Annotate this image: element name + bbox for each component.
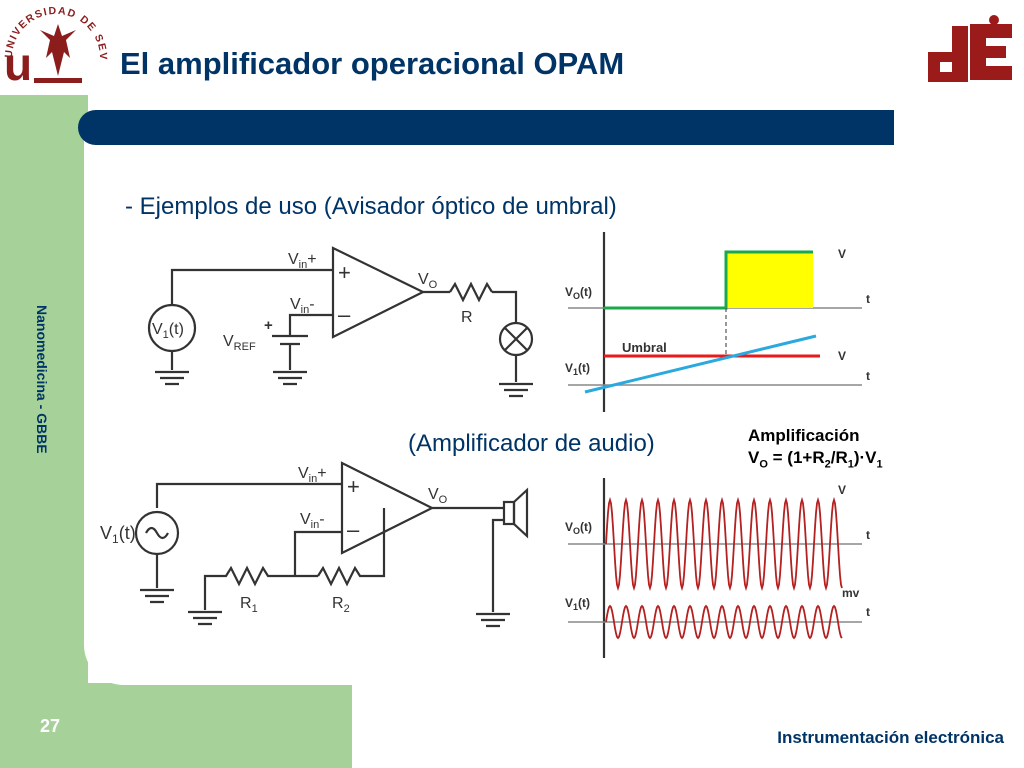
g2-v-top: V xyxy=(838,483,846,497)
c1-vin-minus: Vin- xyxy=(290,296,315,316)
bottom-band xyxy=(0,683,352,768)
v1-sine-trace xyxy=(605,604,843,640)
c1-source: V1(t) xyxy=(152,321,184,341)
page-number: 27 xyxy=(40,716,61,736)
vo-sine-trace xyxy=(605,496,843,592)
c2-vin-plus: Vin+ xyxy=(298,465,327,485)
v1-ramp-trace xyxy=(584,334,817,394)
g1-t-top: t xyxy=(866,292,870,306)
audio-graph xyxy=(568,478,862,658)
ac-source-icon xyxy=(145,526,169,540)
title-bar xyxy=(78,110,894,145)
ground-icon xyxy=(188,610,222,626)
c2-vin-minus: Vin- xyxy=(300,511,325,531)
opamp2-minus: – xyxy=(347,517,360,542)
c1-r-label: R xyxy=(461,309,473,326)
g2-vo-label: VO(t) xyxy=(565,520,592,536)
university-logo: UNIVERSIDAD DE SEVILLA u xyxy=(0,0,108,90)
ground-icon xyxy=(155,370,189,386)
c2-source: V1(t) xyxy=(100,523,136,546)
resistor-r xyxy=(449,281,493,303)
c2-r2: R2 xyxy=(332,595,350,615)
g2-v1-label: V1(t) xyxy=(565,596,590,612)
g1-v-top: V xyxy=(838,247,846,261)
c2-vo: VO xyxy=(428,486,448,506)
comparator-circuit xyxy=(147,246,534,398)
vo-step-trace xyxy=(604,250,813,310)
opamp1-plus: + xyxy=(338,260,351,285)
resistor-r2 xyxy=(317,508,386,587)
wire-in-minus xyxy=(288,313,333,335)
ground-icon xyxy=(476,612,510,628)
left-band xyxy=(0,95,88,768)
section1-heading: - Ejemplos de uso (Avisador óptico de um… xyxy=(125,193,617,220)
content-panel xyxy=(84,95,1024,685)
svg-text:u: u xyxy=(4,38,32,90)
battery-plus: + xyxy=(264,317,273,334)
audio-amplifier-circuit xyxy=(134,461,529,628)
slide-title: El amplificador operacional OPAM xyxy=(120,46,625,81)
g1-vo-label: VO(t) xyxy=(565,285,592,301)
g2-t-top: t xyxy=(866,528,870,542)
c1-vo: VO xyxy=(418,271,438,291)
g1-umbral-label: Umbral xyxy=(622,340,667,355)
g2-mv: mv xyxy=(842,586,860,600)
speaker-icon xyxy=(502,500,516,526)
ground-icon xyxy=(273,370,307,386)
ground-icon xyxy=(499,382,533,398)
output-high-region xyxy=(726,252,813,308)
gain-note: Amplificación VO = (1+R2/R1)·V1 xyxy=(748,425,883,475)
opamp1-triangle xyxy=(331,246,426,339)
ground-icon xyxy=(140,588,174,604)
g2-t-bottom: t xyxy=(866,605,870,619)
gain-title: Amplificación xyxy=(748,426,860,445)
opamp2-triangle xyxy=(340,461,435,555)
wire-in-minus xyxy=(293,530,342,576)
wire-in-plus xyxy=(155,482,342,508)
section2-heading: (Amplificador de audio) xyxy=(408,430,655,457)
opamp2-plus: + xyxy=(347,474,360,499)
g1-v-bottom: V xyxy=(838,349,846,363)
g1-v1-label: V1(t) xyxy=(565,361,590,377)
c1-vin-plus: Vin+ xyxy=(288,251,317,271)
department-logo xyxy=(928,15,1012,82)
opamp1-minus: – xyxy=(338,302,351,327)
c2-r1: R1 xyxy=(240,595,258,615)
g1-t-bottom: t xyxy=(866,369,870,383)
resistor-r1 xyxy=(203,565,318,610)
wire-in-plus xyxy=(170,268,333,305)
footer-course: Instrumentación electrónica xyxy=(777,728,1004,747)
gain-formula: VO = (1+R2/R1)·V1 xyxy=(748,448,883,471)
c1-vref: VREF xyxy=(223,333,256,353)
